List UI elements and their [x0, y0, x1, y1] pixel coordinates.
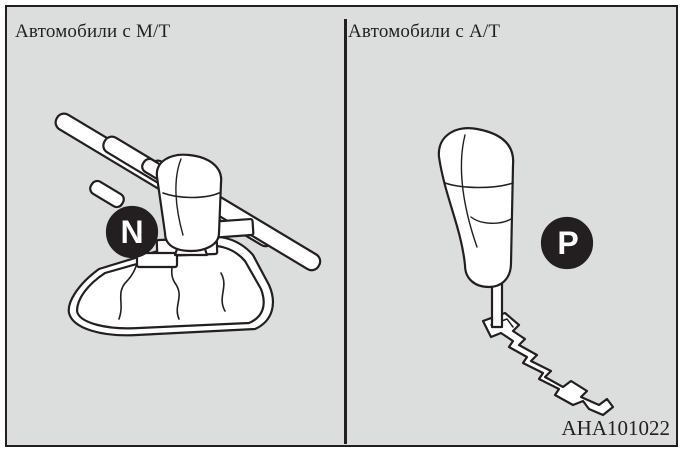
park-badge: P [542, 218, 592, 268]
automatic-gate [483, 313, 613, 415]
illustration-frame: Автомобили с M/T Автомобили с A/T [5, 5, 678, 447]
neutral-badge-letter: N [120, 214, 143, 250]
automatic-shifter-illustration: P [439, 128, 613, 415]
manual-shifter-illustration: N [53, 111, 323, 336]
figure-code: AHA101022 [562, 416, 671, 441]
park-badge-letter: P [557, 225, 578, 261]
shifter-illustrations: N P [7, 7, 676, 445]
automatic-shift-knob [439, 128, 513, 287]
neutral-badge: N [107, 207, 157, 257]
manual-shift-knob [157, 155, 221, 255]
